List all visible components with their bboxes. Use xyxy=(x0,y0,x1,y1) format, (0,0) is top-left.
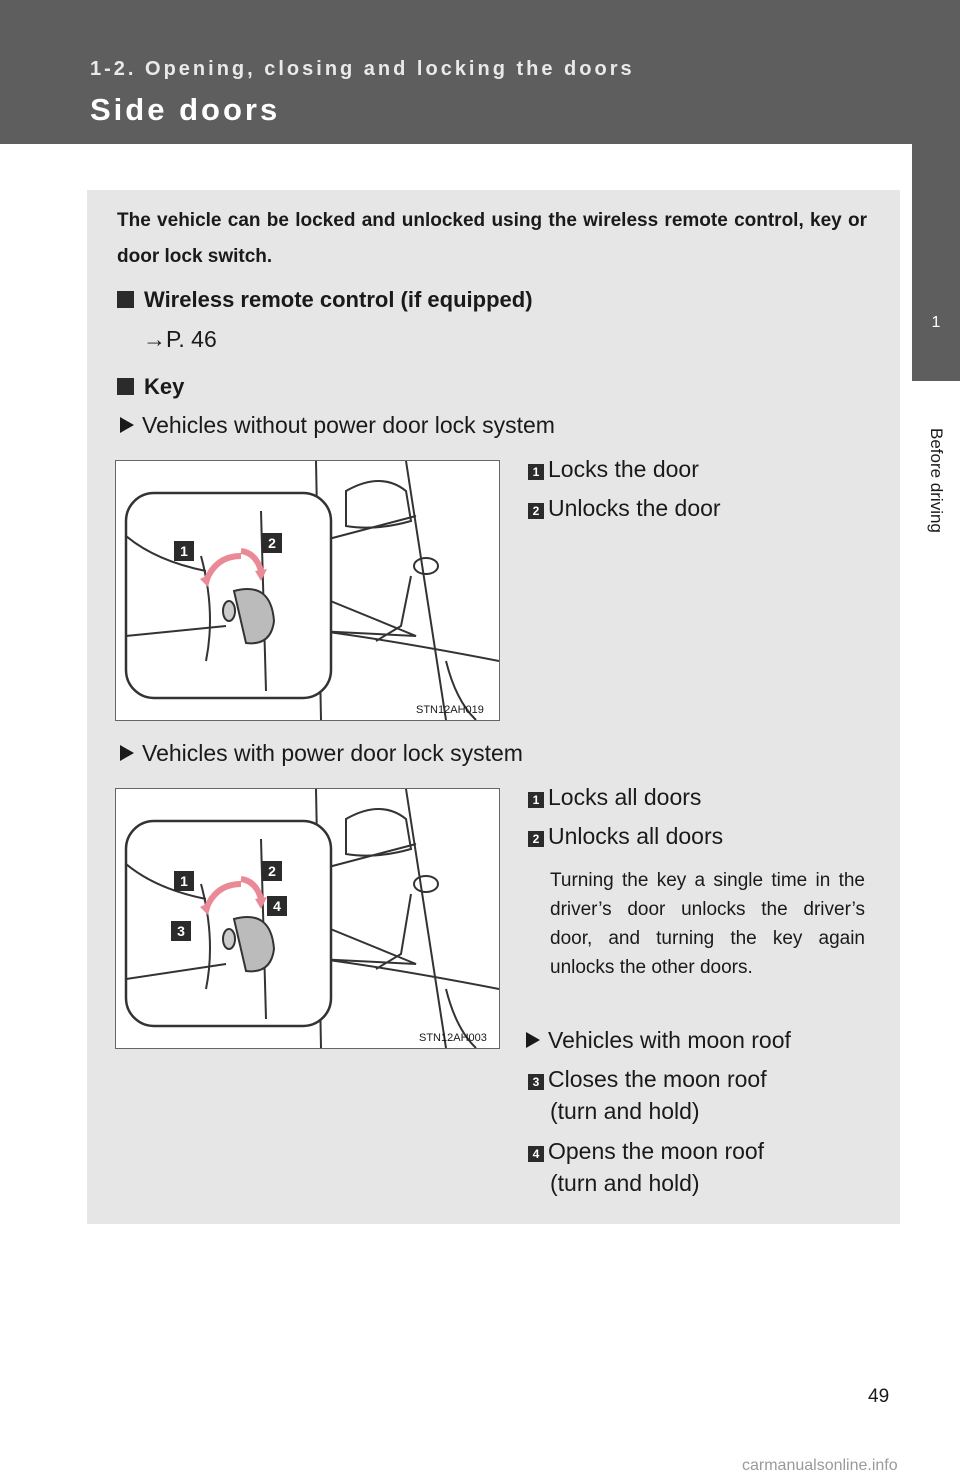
svg-text:3: 3 xyxy=(177,923,185,939)
with-power-label: Vehicles with power door lock system xyxy=(120,740,523,767)
svg-text:1: 1 xyxy=(180,543,188,559)
item-text: Opens the moon roof xyxy=(548,1138,765,1164)
intro-text: The vehicle can be locked and unlocked u… xyxy=(117,210,867,267)
number-marker-1: 1 xyxy=(528,464,544,480)
key-heading-text: Key xyxy=(144,374,185,399)
section-label: 1-2. Opening, closing and locking the do… xyxy=(90,58,635,80)
with-power-label-text: Vehicles with power door lock system xyxy=(142,740,523,766)
page-header: 1-2. Opening, closing and locking the do… xyxy=(0,0,960,144)
unlock-note: Turning the key a single time in the dri… xyxy=(550,870,865,978)
item-text: Unlocks the door xyxy=(548,495,721,521)
triangle-bullet-icon xyxy=(526,1032,540,1048)
page-title: Side doors xyxy=(90,92,281,127)
number-marker-3: 3 xyxy=(528,1074,544,1090)
chapter-number: 1 xyxy=(931,314,941,331)
item-text: Unlocks all doors xyxy=(548,823,724,849)
square-bullet-icon xyxy=(117,378,134,395)
triangle-bullet-icon xyxy=(120,745,134,761)
number-marker-4: 4 xyxy=(528,1146,544,1162)
item-text: Closes the moon roof xyxy=(548,1066,767,1092)
moon-roof-label-text: Vehicles with moon roof xyxy=(548,1027,791,1053)
number-marker-2: 2 xyxy=(528,503,544,519)
svg-text:2: 2 xyxy=(268,535,276,551)
key-heading: Key xyxy=(117,374,184,400)
without-power-label-text: Vehicles without power door lock system xyxy=(142,412,555,438)
svg-text:1: 1 xyxy=(180,873,188,889)
without-power-label: Vehicles without power door lock system xyxy=(120,412,555,439)
item-text: Locks the door xyxy=(548,456,699,482)
svg-text:2: 2 xyxy=(268,863,276,879)
figure-code: STN12AH003 xyxy=(419,1032,487,1044)
moon-roof-item-4-line2: (turn and hold) xyxy=(550,1170,700,1196)
door-lock-illustration-1: 1 2 xyxy=(124,461,499,720)
chapter-tab: 1 xyxy=(912,144,960,381)
item-text: Locks all doors xyxy=(548,784,702,810)
svg-text:4: 4 xyxy=(273,898,281,914)
moon-roof-label: Vehicles with moon roof xyxy=(526,1027,791,1054)
figure-key-without-power: 1 2 STN12AH019 xyxy=(115,460,500,721)
number-marker-2: 2 xyxy=(528,831,544,847)
watermark: carmanualsonline.info xyxy=(742,1457,898,1474)
chapter-label: Before driving xyxy=(927,428,946,533)
figure-code: STN12AH019 xyxy=(416,704,484,716)
square-bullet-icon xyxy=(117,291,134,308)
wireless-heading: Wireless remote control (if equipped) xyxy=(117,287,533,313)
wireless-page-ref: →P. 46 xyxy=(143,326,217,352)
triangle-bullet-icon xyxy=(120,417,134,433)
wireless-heading-text: Wireless remote control (if equipped) xyxy=(144,287,533,312)
door-lock-illustration-2: 1 2 3 4 xyxy=(124,789,499,1048)
figure-key-with-power: 1 2 3 4 STN12AH003 xyxy=(115,788,500,1049)
number-marker-1: 1 xyxy=(528,792,544,808)
page-number: 49 xyxy=(868,1386,890,1407)
moon-roof-item-3-line2: (turn and hold) xyxy=(550,1098,700,1124)
